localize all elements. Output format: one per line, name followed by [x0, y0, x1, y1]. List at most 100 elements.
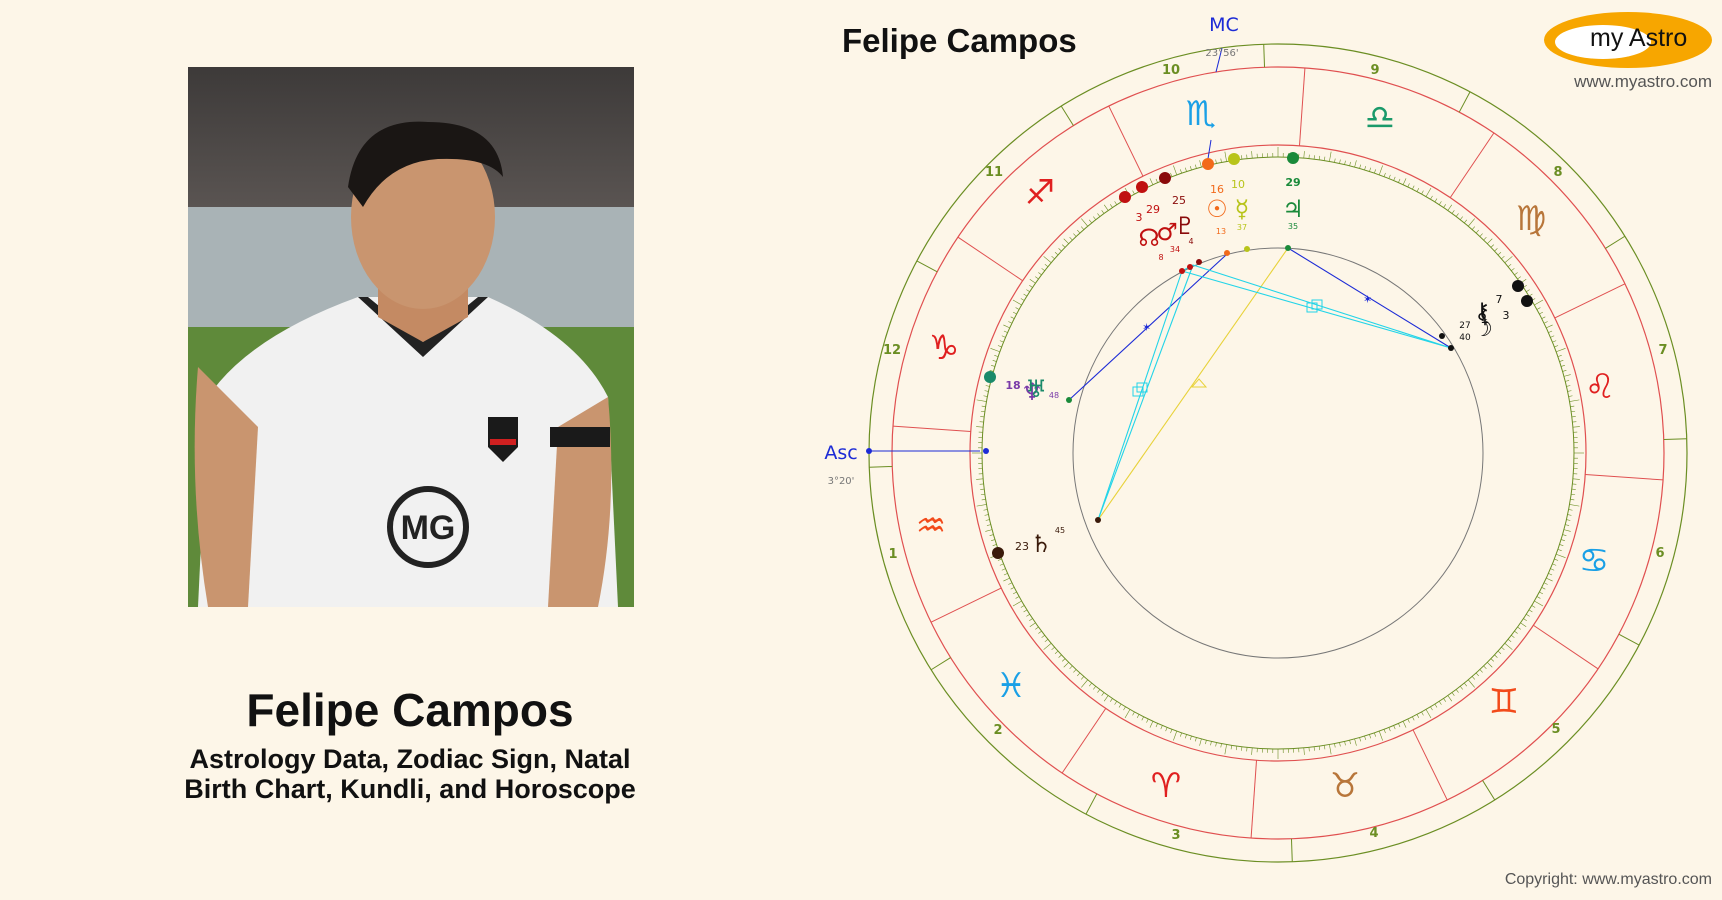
degree-tick: [1514, 630, 1518, 634]
degree-tick: [1349, 161, 1351, 166]
planet-minutes: 37: [1237, 223, 1247, 232]
house-number: 7: [1658, 343, 1667, 358]
degree-tick: [1109, 204, 1113, 208]
degree-tick: [1416, 187, 1420, 192]
degree-tick: [991, 365, 996, 367]
aspect-lines: [1068, 247, 1452, 521]
degree-tick: [1038, 272, 1042, 276]
planet-dot: [1196, 259, 1202, 265]
planet-dot: [1119, 191, 1131, 203]
gemini-icon: ♊: [1489, 682, 1519, 722]
degree-tick: [1430, 706, 1433, 711]
myastro-logo[interactable]: [1543, 10, 1713, 70]
degree-tick: [1069, 665, 1073, 670]
degree-tick: [1550, 568, 1555, 571]
degree-ticks: [972, 147, 1584, 759]
site-url[interactable]: www.myastro.com: [1574, 72, 1712, 91]
degree-tick: [1185, 734, 1187, 739]
degree-tick: [989, 534, 994, 536]
degree-tick: [1124, 709, 1131, 719]
degree-tick: [1430, 195, 1433, 200]
inner-planet-dots: [1066, 245, 1454, 523]
degree-tick: [1303, 747, 1305, 755]
planet-minutes: 13: [1216, 227, 1226, 236]
scorpio-icon: ♏: [1186, 94, 1216, 134]
degree-tick: [1001, 568, 1006, 571]
degree-tick: [1388, 174, 1391, 179]
degree-tick: [985, 385, 990, 387]
degree-tick: [1149, 178, 1154, 185]
degree-tick: [1412, 716, 1415, 721]
uranus-icon: ♅: [1025, 375, 1047, 403]
degree-tick: [1511, 634, 1515, 638]
degree-tick: [1015, 307, 1020, 310]
sign-divider: [930, 587, 1002, 623]
sun-icon: ☉: [1206, 195, 1228, 223]
degree-tick: [1199, 160, 1202, 168]
degree-tick: [1464, 219, 1468, 224]
degree-tick: [1170, 172, 1173, 177]
tick-ring: [981, 156, 1575, 750]
degree-tick: [1504, 256, 1513, 263]
degree-tick: [1359, 737, 1361, 742]
degree-tick: [1160, 725, 1163, 730]
degree-tick: [1035, 276, 1039, 280]
degree-tick: [1526, 613, 1530, 617]
degree-tick: [1173, 731, 1178, 741]
degree-tick: [1329, 744, 1332, 755]
degree-tick: [1475, 672, 1479, 677]
degree-tick: [1093, 216, 1097, 220]
degree-tick: [1374, 732, 1376, 737]
degree-tick: [976, 399, 987, 402]
zodiac-ring: [969, 144, 1587, 762]
house-ring: [891, 66, 1665, 840]
degree-tick: [1455, 689, 1459, 693]
svg-text:MG: MG: [401, 509, 456, 547]
planet-dot: [1228, 153, 1240, 165]
chart-title: Felipe Campos: [842, 22, 1077, 59]
degree-tick: [1451, 692, 1455, 696]
planet-labels: ☉ 16 13 ☿ 10 37 ♃ 29 35 ♇ 25 4 ♂ 29 34 ☊…: [1005, 176, 1509, 558]
degree-tick: [1438, 701, 1442, 705]
planet-dot: [1521, 295, 1533, 307]
degree-tick: [1567, 514, 1572, 516]
degree-tick: [1504, 643, 1513, 650]
house-number: 6: [1655, 546, 1664, 561]
degree-tick: [1550, 335, 1555, 338]
degree-tick: [1497, 650, 1502, 654]
degree-tick: [1534, 600, 1544, 607]
house-cusp: [1458, 91, 1471, 113]
degree-tick: [1354, 738, 1357, 746]
sign-divider: [1554, 283, 1626, 319]
sign-divider: [1533, 624, 1599, 670]
planet-degree: 29: [1285, 176, 1300, 189]
degree-tick: [997, 558, 1002, 561]
degree-tick: [1023, 293, 1028, 297]
degree-tick: [1548, 573, 1553, 576]
degree-tick: [1531, 605, 1536, 608]
football-player-portrait-icon: MG: [188, 67, 634, 607]
house-number: 10: [1162, 63, 1180, 78]
degree-tick: [1572, 478, 1580, 480]
sign-divider: [957, 236, 1023, 282]
degree-tick: [1490, 244, 1495, 248]
degree-tick: [1354, 160, 1357, 168]
degree-tick: [1114, 201, 1118, 205]
degree-tick: [1369, 734, 1371, 739]
degree-tick: [1088, 682, 1092, 687]
degree-tick: [1560, 539, 1565, 541]
degree-tick: [1073, 669, 1077, 673]
degree-tick: [1563, 529, 1571, 532]
house-cusp: [930, 657, 951, 671]
degree-tick: [1080, 226, 1085, 230]
natal-chart: 1 2 3 4 5 6 7 8 9 10 11 12 ♈ ♉ ♊ ♋ ♌ ♍ ♎…: [780, 0, 1722, 900]
degree-tick: [1501, 646, 1505, 651]
degree-tick: [1063, 238, 1069, 244]
degree-tick: [1044, 639, 1049, 643]
degree-tick: [1235, 746, 1238, 751]
degree-tick: [976, 504, 987, 507]
degree-tick: [1081, 218, 1088, 227]
virgo-icon: ♍: [1516, 199, 1546, 239]
degree-tick: [1035, 626, 1039, 630]
degree-tick: [983, 509, 988, 511]
